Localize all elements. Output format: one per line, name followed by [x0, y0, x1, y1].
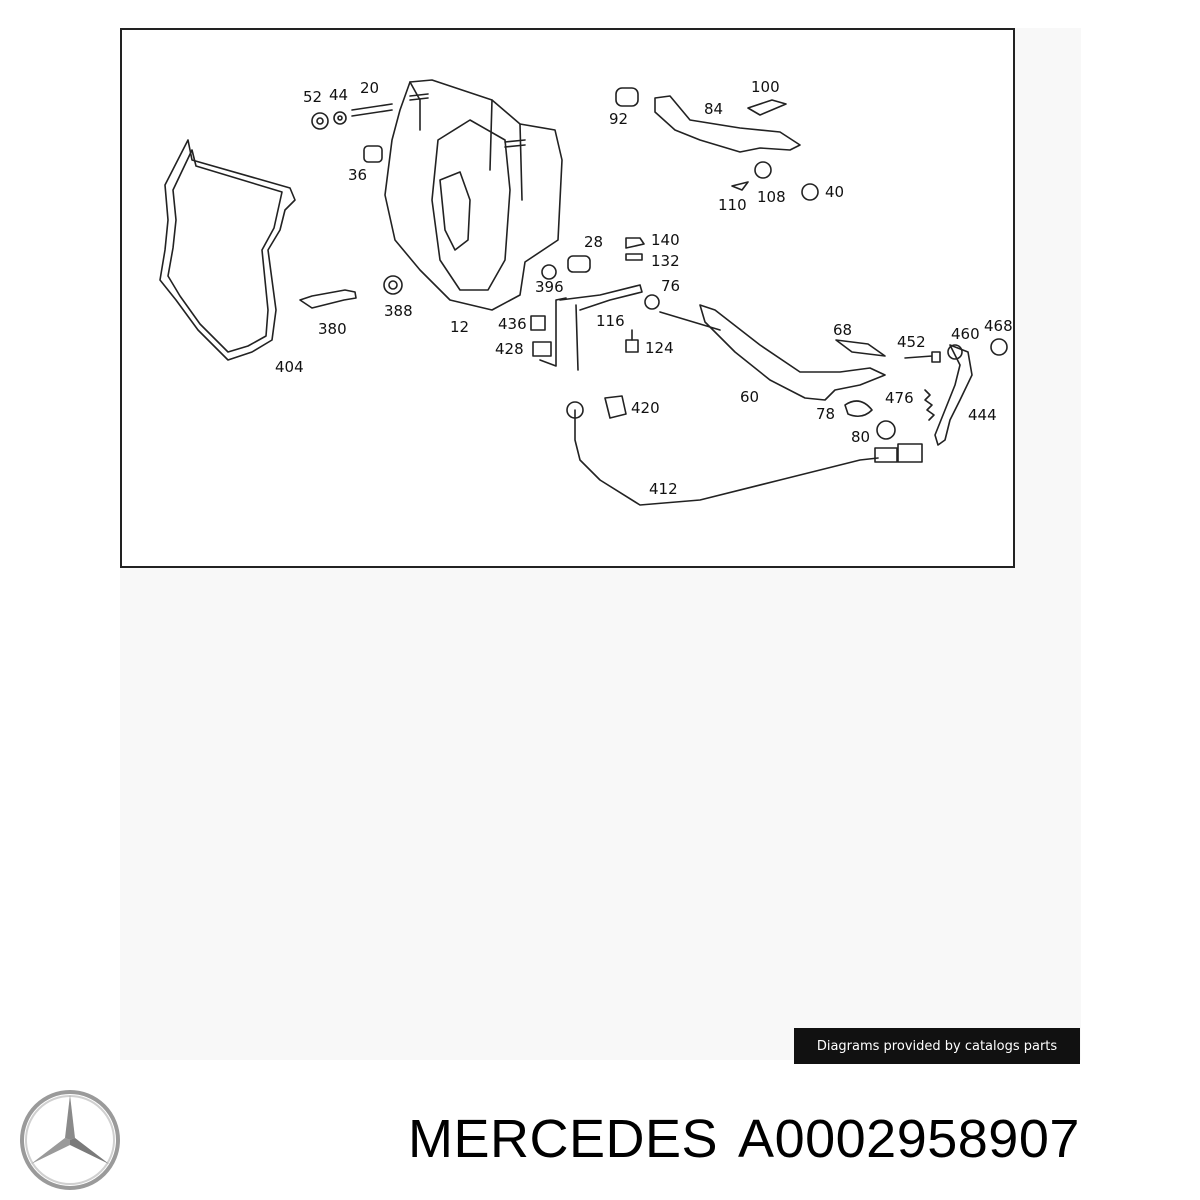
callout-116: 116	[596, 312, 625, 330]
mercedes-star-icon	[18, 1088, 122, 1192]
stud-housing	[409, 93, 429, 101]
callout-108: 108	[757, 188, 786, 206]
bushing-28	[567, 255, 591, 273]
callout-110: 110	[718, 196, 747, 214]
callout-28: 28	[584, 233, 603, 251]
brand-name: MERCEDES	[408, 1109, 719, 1169]
stud-side	[504, 139, 526, 148]
housing-12-shape	[384, 79, 563, 311]
callout-140: 140	[651, 231, 680, 249]
callout-388: 388	[384, 302, 413, 320]
callout-92: 92	[609, 110, 628, 128]
callout-396: 396	[535, 278, 564, 296]
housing-12-inner	[431, 119, 511, 291]
callout-132: 132	[651, 252, 680, 270]
clevis-block	[897, 443, 923, 463]
callout-436: 436	[498, 315, 527, 333]
bracket-116	[559, 284, 643, 311]
callout-412: 412	[649, 480, 678, 498]
bracket-428	[539, 297, 567, 367]
nut-140	[625, 237, 645, 249]
washer-44	[333, 111, 347, 125]
callout-460: 460	[951, 325, 980, 343]
cable-412	[574, 409, 879, 506]
bolt-452	[904, 351, 941, 363]
sensor-380	[299, 289, 357, 309]
washer-76	[644, 294, 660, 310]
clip-110	[731, 181, 749, 191]
callout-476: 476	[885, 389, 914, 407]
callout-452: 452	[897, 333, 926, 351]
pad-68	[835, 339, 886, 357]
callout-428: 428	[495, 340, 524, 358]
pedal-60	[699, 304, 886, 401]
callout-420: 420	[631, 399, 660, 417]
housing-12-detail	[439, 171, 471, 251]
gasket-404-inner	[167, 149, 283, 353]
bush-80	[876, 420, 896, 440]
part-number: A0002958907	[738, 1109, 1080, 1169]
diagram-credit-badge: Diagrams provided by catalogs parts	[794, 1028, 1080, 1064]
grommet-420	[604, 395, 627, 419]
clip-428	[532, 341, 552, 357]
callout-52: 52	[303, 88, 322, 106]
gasket-404-shape	[159, 139, 296, 361]
nut-436	[530, 315, 546, 331]
pad-100	[747, 99, 787, 116]
rod-116	[575, 304, 579, 371]
shaft-60	[659, 311, 721, 331]
spring-108	[754, 161, 772, 179]
callout-40: 40	[825, 183, 844, 201]
washer-132	[625, 253, 643, 261]
callout-380: 380	[318, 320, 347, 338]
lever-444	[934, 344, 973, 446]
stud-20	[351, 103, 393, 117]
nut-468	[990, 338, 1008, 356]
callout-20: 20	[360, 79, 379, 97]
footer-title: MERCEDES A0002958907	[408, 1108, 1100, 1170]
bushing-40	[801, 183, 819, 201]
callout-80: 80	[851, 428, 870, 446]
callout-76: 76	[661, 277, 680, 295]
bolt-396	[541, 264, 557, 280]
spring-476	[924, 389, 935, 421]
pedal-bracket-84	[654, 95, 801, 153]
callout-78: 78	[816, 405, 835, 423]
callout-44: 44	[329, 86, 348, 104]
callout-36: 36	[348, 166, 367, 184]
bushing-36	[363, 145, 383, 163]
callout-404: 404	[275, 358, 304, 376]
cable-end	[566, 401, 584, 419]
callout-labels: 52 44 20 36 404 380 388 12 28 396 140 13…	[275, 78, 1013, 498]
callout-12: 12	[450, 318, 469, 336]
nut-388	[383, 275, 403, 295]
bush-460	[947, 344, 963, 360]
callout-100: 100	[751, 78, 780, 96]
callout-60: 60	[740, 388, 759, 406]
callout-124: 124	[645, 339, 674, 357]
nut-52	[311, 112, 329, 130]
callout-84: 84	[704, 100, 723, 118]
bushing-92	[615, 87, 639, 107]
diagram-frame	[120, 28, 1015, 568]
callout-68: 68	[833, 321, 852, 339]
clevis-part	[874, 447, 898, 463]
callout-468: 468	[984, 317, 1013, 335]
bolt-124	[625, 339, 639, 353]
callout-444: 444	[968, 406, 997, 424]
spring-clip-78	[844, 400, 873, 418]
